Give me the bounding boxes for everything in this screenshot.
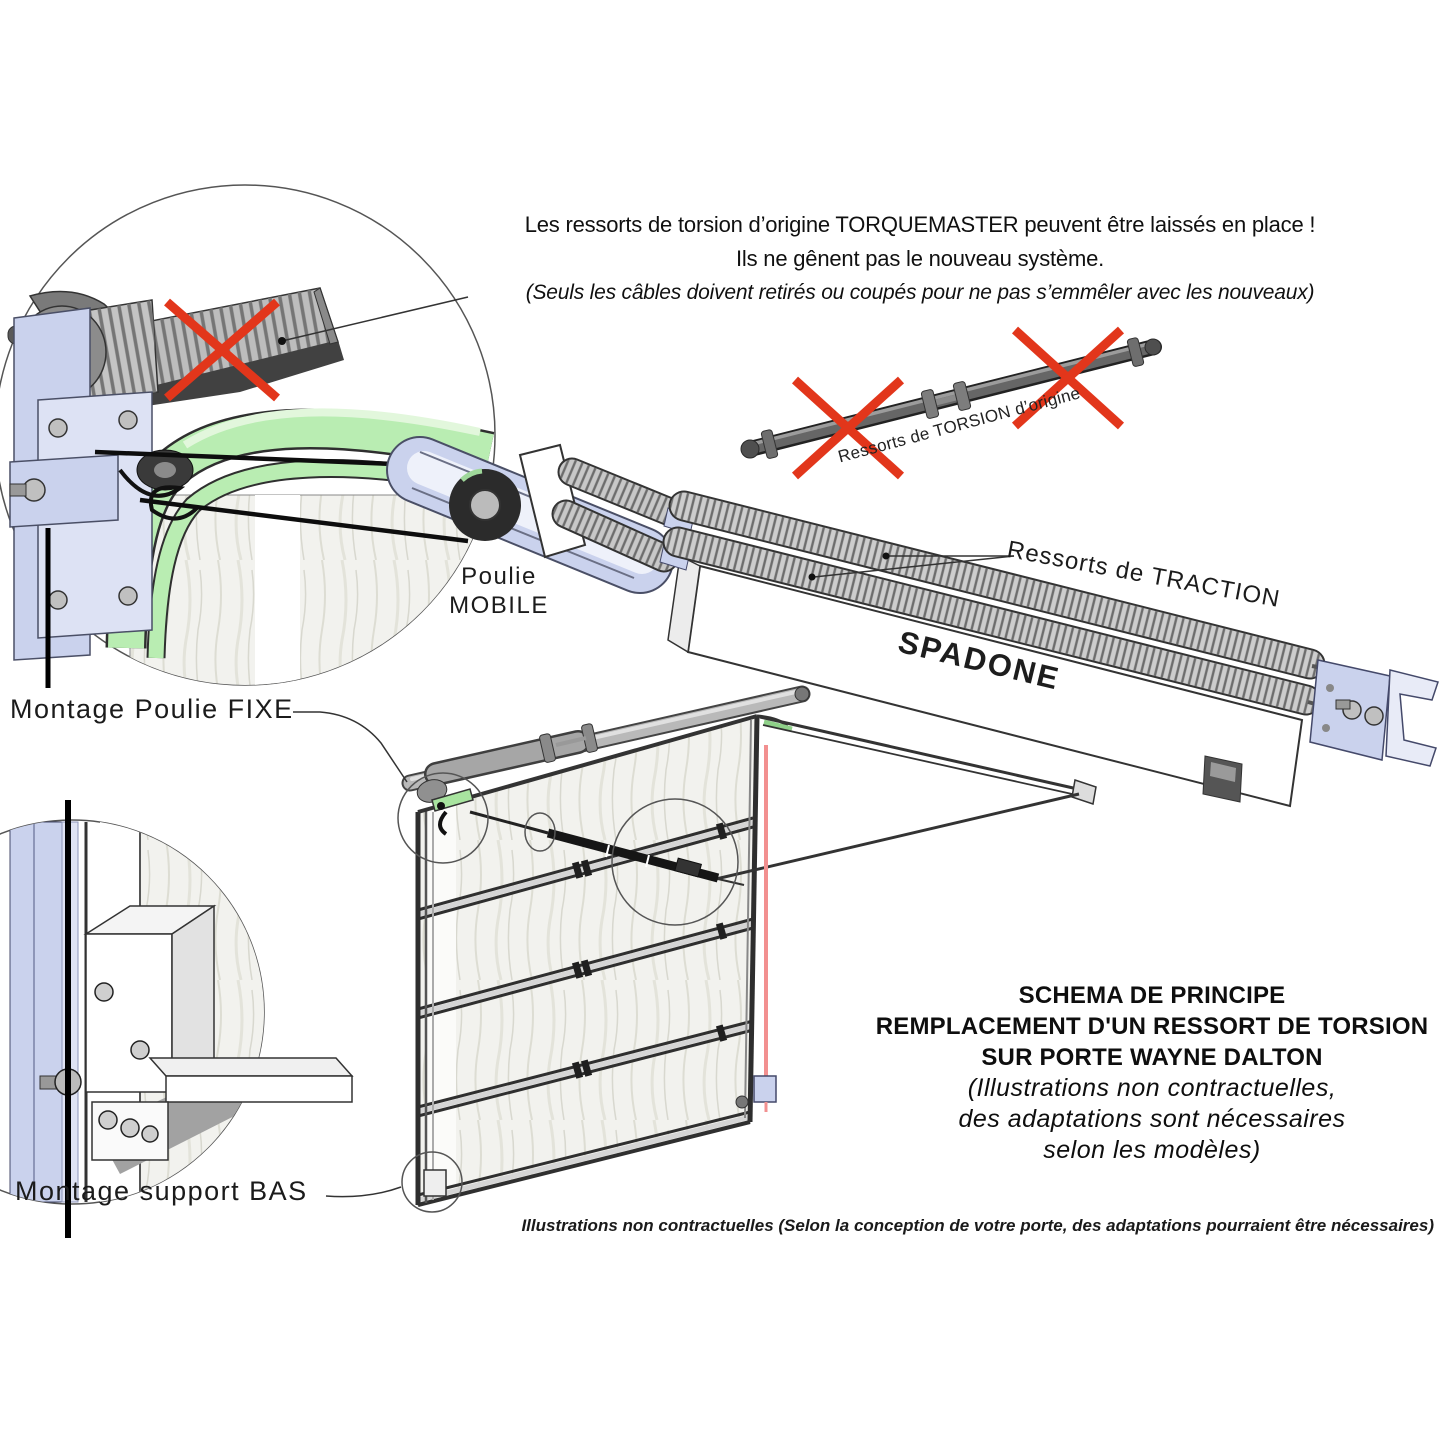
schema-title-1: SCHEMA DE PRINCIPE <box>1018 982 1286 1009</box>
red-cross-torsion-right-icon <box>1011 326 1125 430</box>
montage-support-bas-label: Montage support BAS <box>15 1176 308 1206</box>
mobile-pulley-assembly <box>386 436 685 594</box>
traction-spring-rail-drawing <box>659 490 1439 808</box>
strut-hinges <box>571 822 728 1079</box>
torsion-rod-drawing <box>740 326 1162 480</box>
poulie-mobile-label: Poulie MOBILE <box>449 563 549 619</box>
red-cross-torsion-left-icon <box>791 376 905 480</box>
schema-sub-1: (Illustrations non contractuelles, <box>967 1074 1337 1102</box>
leader-note-to-tube <box>278 296 469 345</box>
schema-title-3: SUR PORTE WAYNE DALTON <box>981 1044 1323 1071</box>
leader-traction-label <box>808 552 1015 581</box>
schema-note: SCHEMA DE PRINCIPE REMPLACEMENT D'UN RES… <box>870 980 1434 1166</box>
ceiling-tracks <box>715 715 1097 886</box>
intro-line2: Ils ne gênent pas le nouveau système. <box>735 246 1105 271</box>
leader-support-bas <box>325 1186 402 1198</box>
replacement-tube <box>401 685 811 803</box>
torquemaster-assembly-drawing <box>0 184 685 688</box>
bottom-bracket-hardware <box>39 904 354 1161</box>
cable-loop <box>118 468 199 521</box>
callout-circles <box>397 772 739 1213</box>
schema-title-2: REMPLACEMENT D'UN RESSORT DE TORSION <box>875 1013 1429 1040</box>
garage-door-drawing <box>293 685 1097 1213</box>
intro-note: Les ressorts de torsion d’origine TORQUE… <box>400 212 1440 306</box>
intro-line3: (Seuls les câbles doivent retirés ou cou… <box>525 281 1315 304</box>
montage-poulie-fixe-label: Montage Poulie FIXE <box>10 694 294 724</box>
rail-end-bracket <box>1309 659 1439 767</box>
schema-sub-2: des adaptations sont nécessaires <box>958 1105 1346 1133</box>
footer-caption: Illustrations non contractuelles (Selon … <box>521 1216 1434 1235</box>
diagonal-spring-rod <box>469 810 720 883</box>
bottom-bracket-left <box>423 1169 447 1197</box>
schema-sub-3: selon les modèles) <box>1043 1136 1261 1164</box>
red-cross-torquemaster-icon <box>164 298 280 402</box>
leader-poulie-fixe <box>293 711 408 783</box>
intro-line1: Les ressorts de torsion d’origine TORQUE… <box>524 212 1316 237</box>
red-cable <box>753 745 777 1112</box>
bottom-bracket-drawing <box>0 800 354 1238</box>
